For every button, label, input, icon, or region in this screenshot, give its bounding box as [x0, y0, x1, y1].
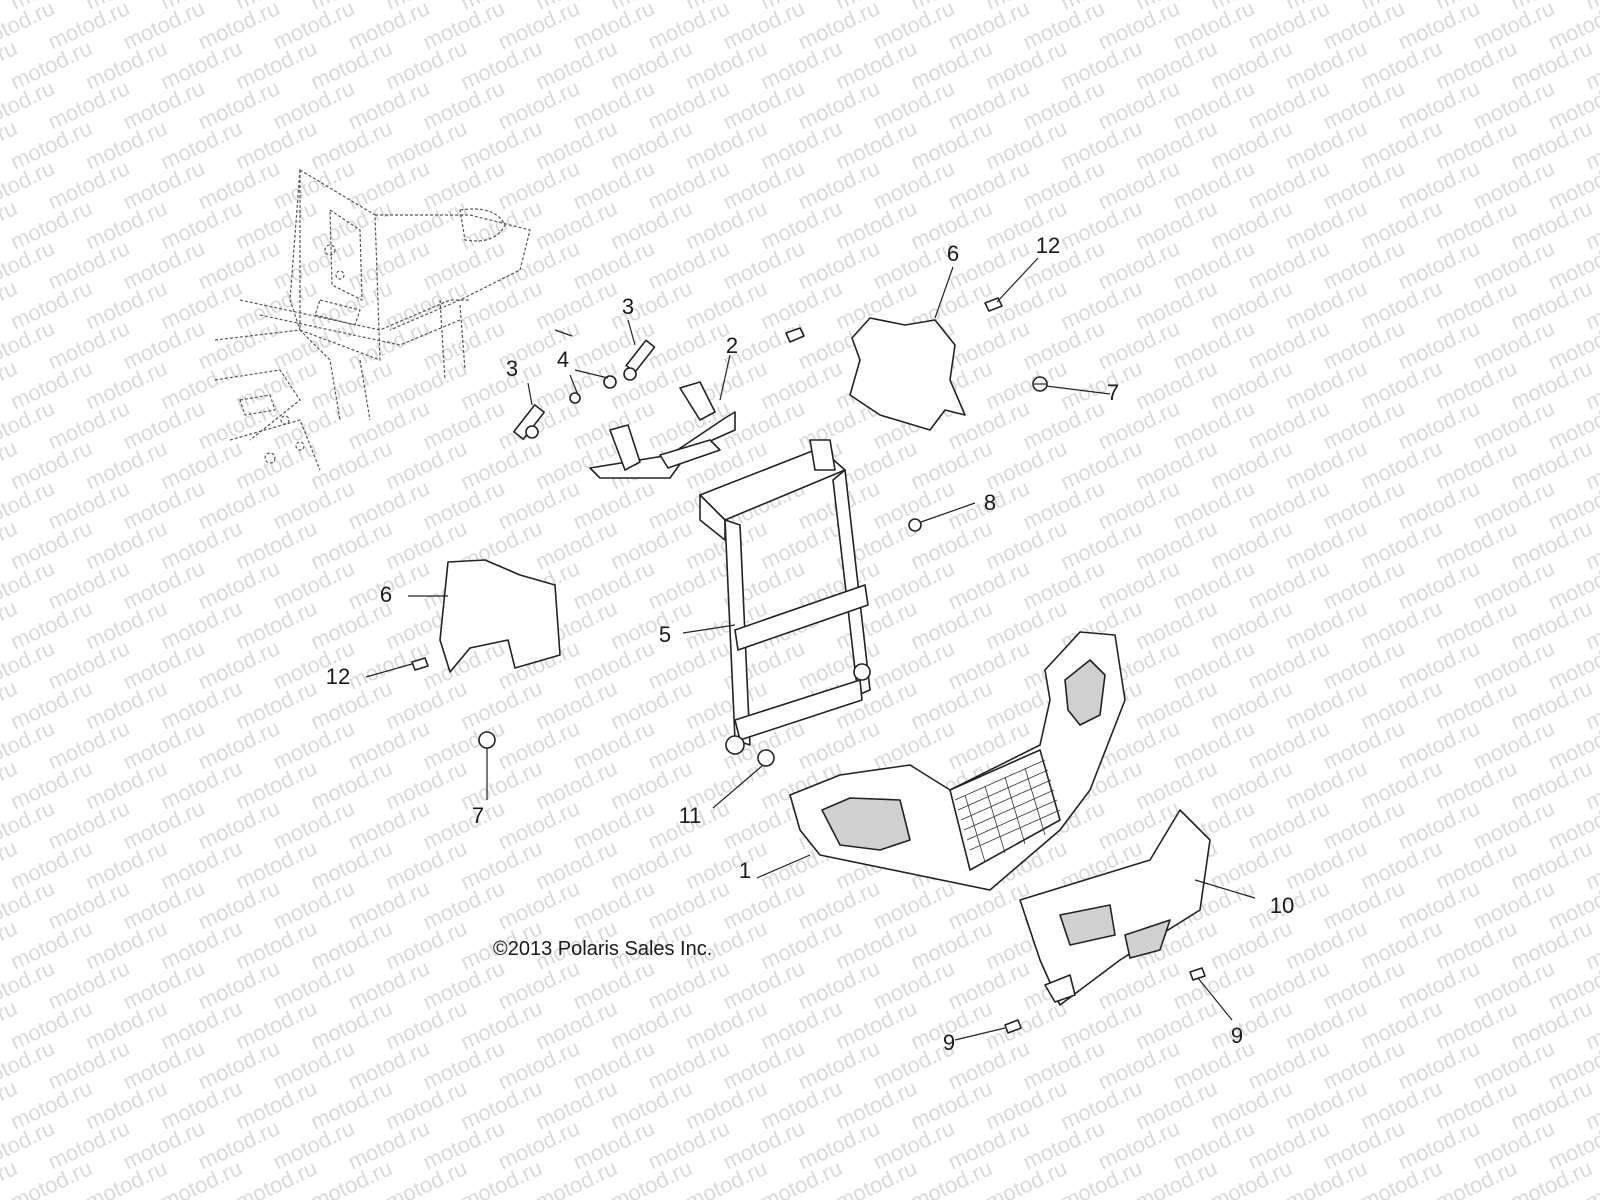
- part-3-bolt-left[interactable]: [513, 404, 545, 440]
- part-1-front-fascia[interactable]: [789, 631, 1126, 891]
- callout-7-upper: 7: [1107, 380, 1119, 405]
- part-11-fastener[interactable]: [757, 749, 775, 767]
- chassis-frame-drawing: [214, 168, 531, 471]
- callout-8: 8: [984, 490, 996, 515]
- callout-11: 11: [679, 803, 702, 828]
- callout-9-left: 9: [943, 1030, 955, 1055]
- copyright-notice: ©2013 Polaris Sales Inc.: [493, 938, 712, 960]
- part-8-fastener[interactable]: [908, 518, 922, 532]
- callout-12-upper: 12: [1036, 233, 1060, 258]
- part-7-push-rivet-left[interactable]: [478, 731, 496, 749]
- callout-3-right: 3: [622, 294, 634, 319]
- part-3-bolt-right[interactable]: [623, 339, 656, 381]
- callout-6-upper: 6: [947, 241, 959, 266]
- part-9-screw-left[interactable]: [1004, 1019, 1022, 1034]
- part-12-fastener-upper[interactable]: [785, 327, 805, 343]
- part-9-screw-right[interactable]: [1189, 967, 1206, 981]
- part-4-nut[interactable]: [569, 375, 617, 404]
- part-12-fastener-left[interactable]: [411, 657, 429, 671]
- callout-3-left: 3: [506, 356, 518, 381]
- callout-12-left: 12: [326, 664, 350, 689]
- callout-labels: 1 2 3 3 4 5 6 6 7 7 8 9 9 10 11 12 12: [326, 233, 1294, 1055]
- callout-2: 2: [726, 333, 738, 358]
- part-7-push-rivet-upper[interactable]: [1032, 376, 1048, 392]
- callout-9-right: 9: [1231, 1023, 1243, 1048]
- part-5-front-frame[interactable]: [699, 439, 871, 755]
- leader-lines: [365, 257, 1256, 1041]
- part-6-right-side-panel[interactable]: [849, 317, 966, 431]
- callout-7-left: 7: [472, 803, 484, 828]
- callout-6-left: 6: [380, 582, 392, 607]
- callout-5: 5: [659, 622, 671, 647]
- callout-10: 10: [1270, 893, 1294, 918]
- callout-4: 4: [557, 347, 569, 372]
- callout-1: 1: [739, 858, 751, 883]
- part-6-left-side-panel[interactable]: [439, 559, 561, 673]
- grille: [954, 759, 1061, 863]
- part-2-mounting-bracket[interactable]: [589, 381, 736, 479]
- part-10-lower-bumper[interactable]: [1019, 809, 1211, 1006]
